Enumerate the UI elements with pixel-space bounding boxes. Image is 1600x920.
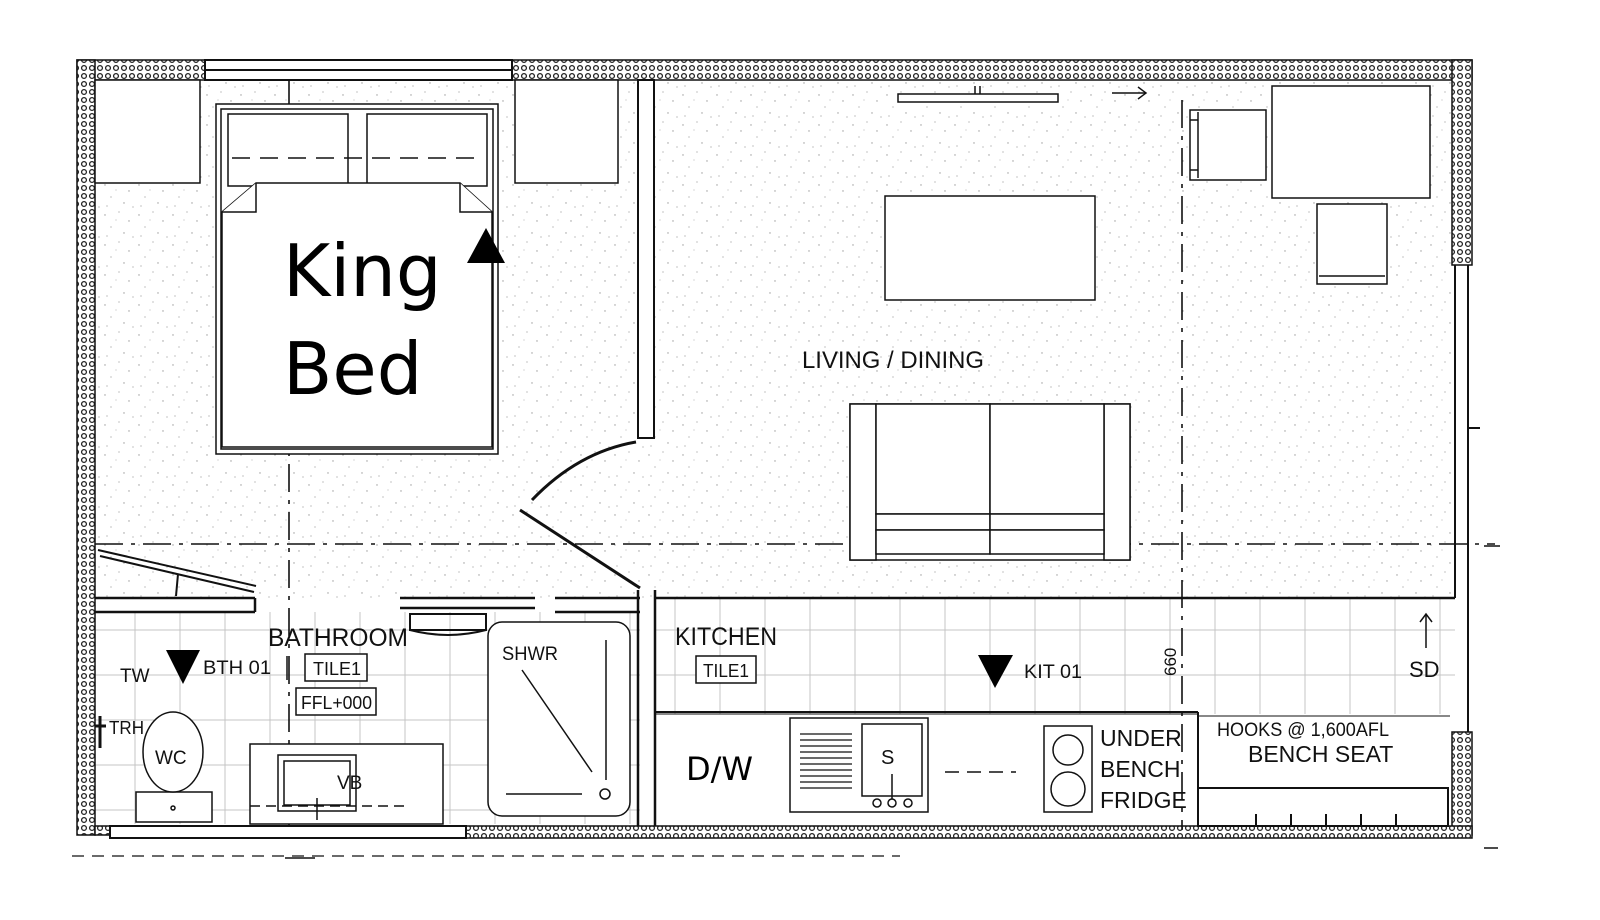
coffee-table xyxy=(884,195,1096,301)
dishwasher-label: D/W xyxy=(686,750,753,788)
top-window xyxy=(204,59,513,81)
hooks-label: HOOKS @ 1,600AFL xyxy=(1217,720,1389,741)
vanity-label: VB xyxy=(337,773,362,794)
kitchen-tile-text: TILE1 xyxy=(703,661,749,681)
sliding-door-label: SD xyxy=(1409,657,1440,682)
living-dining-label: LIVING / DINING xyxy=(802,347,984,374)
bathroom-label: BATHROOM xyxy=(268,624,408,652)
bed-label-line1: King xyxy=(283,229,442,313)
bench-seat xyxy=(1197,715,1450,827)
door-swing xyxy=(519,440,641,590)
arrow-right-icon xyxy=(1112,86,1148,100)
dining-chair-left xyxy=(1189,109,1267,181)
bottom-window xyxy=(72,825,900,857)
toilet-roll-label: TRH xyxy=(109,718,144,738)
dining-chair-bottom xyxy=(1316,203,1388,285)
kit-code-label: KIT 01 xyxy=(1024,662,1082,683)
bath-ffl-tag[interactable] xyxy=(295,687,377,716)
shower-tray xyxy=(487,621,631,817)
bath-ffl-text: FFL+000 xyxy=(301,693,372,713)
bedroom-partition xyxy=(637,79,655,439)
king-bed xyxy=(215,103,499,455)
bath-code-label: BTH 01 xyxy=(203,658,271,679)
towel-warmer-label: TW xyxy=(120,666,150,687)
fridge-label-3: FRIDGE xyxy=(1100,787,1187,813)
exterior-walls xyxy=(76,59,1473,839)
wc-toilet xyxy=(135,711,213,823)
bench-seat-label: BENCH SEAT xyxy=(1248,741,1393,767)
towel-rail xyxy=(97,549,257,597)
kitchen-tile-tag[interactable] xyxy=(695,655,757,684)
cooktop xyxy=(1043,725,1093,813)
bath-tile-text: TILE1 xyxy=(313,659,361,679)
sofa xyxy=(849,403,1131,561)
fridge-label-2: BENCH xyxy=(1100,756,1181,782)
dining-table xyxy=(1271,85,1431,199)
kitchen-tiles xyxy=(655,598,1455,714)
wc-label: WC xyxy=(155,748,187,769)
tv-wall-unit xyxy=(897,86,1059,103)
arrow-up-icon xyxy=(1419,612,1433,648)
bed-label-line2: Bed xyxy=(283,327,422,411)
bedside-table-right xyxy=(514,79,619,184)
shower-label: SHWR xyxy=(502,644,558,665)
sink-label: S xyxy=(881,747,894,769)
bathroom-walls xyxy=(95,590,1455,826)
edge-ticks xyxy=(285,545,1500,859)
fridge-label-1: UNDER xyxy=(1100,725,1182,751)
dimension-660: 660 xyxy=(1161,648,1180,676)
bedside-table-left xyxy=(94,79,201,184)
bed-north-marker xyxy=(467,228,505,263)
toilet-roll-holder xyxy=(95,716,106,748)
bath-tile-tag[interactable] xyxy=(304,653,368,682)
sliding-door xyxy=(1454,265,1480,732)
vanity-basin xyxy=(249,743,444,825)
kitchen-label: KITCHEN xyxy=(675,623,777,651)
kit-tag-marker xyxy=(978,655,1013,688)
sink-unit xyxy=(789,717,929,813)
shower-screen-rail xyxy=(409,613,487,636)
bath-tag-marker xyxy=(166,650,200,684)
